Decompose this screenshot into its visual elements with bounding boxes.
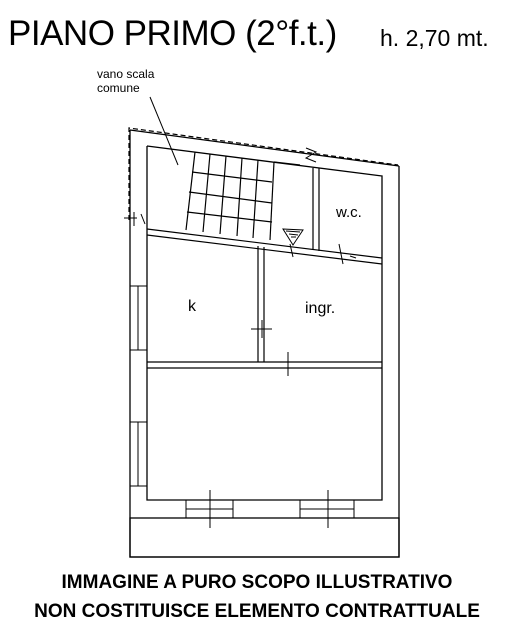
top-wall-outer bbox=[129, 129, 400, 167]
stairwell-leader-line bbox=[149, 96, 179, 166]
exterior-wall-inner bbox=[146, 145, 383, 501]
stairwell-label-line-2: comune bbox=[97, 81, 140, 95]
entry-door-icon bbox=[282, 228, 304, 258]
balcony-outline bbox=[129, 517, 400, 558]
kitchen-door-mark bbox=[251, 320, 272, 338]
plan-title: PIANO PRIMO (2°f.t.) bbox=[8, 14, 337, 53]
living-door-mark bbox=[276, 352, 299, 376]
balcony-door-right bbox=[299, 490, 355, 528]
stair-partition-wall-a bbox=[146, 228, 383, 259]
stairwell-label-line-1: vano scala bbox=[97, 67, 155, 81]
room-label-wc: w.c. bbox=[336, 204, 362, 221]
disclaimer-line-1: IMMAGINE A PURO SCOPO ILLUSTRATIVO bbox=[61, 572, 453, 593]
stair-wall-break bbox=[124, 212, 146, 226]
wc-door-mark bbox=[338, 243, 344, 265]
room-label-kitchen: k bbox=[188, 298, 196, 315]
left-window-lower bbox=[130, 421, 147, 487]
disclaimer-line-2: NON COSTITUISCE ELEMENTO CONTRATTUALE bbox=[34, 601, 480, 622]
wc-door-tick bbox=[349, 255, 357, 259]
stair-flight bbox=[185, 151, 301, 241]
stairwell-dashed-boundary bbox=[128, 127, 399, 220]
room-label-entrance: ingr. bbox=[305, 300, 336, 317]
stair-break-mark bbox=[304, 147, 318, 163]
stairwell-label: vano scala comune bbox=[97, 67, 154, 95]
ceiling-height-note: h. 2,70 mt. bbox=[380, 25, 489, 51]
balcony-door-left bbox=[185, 490, 234, 528]
left-window-upper bbox=[130, 285, 147, 351]
